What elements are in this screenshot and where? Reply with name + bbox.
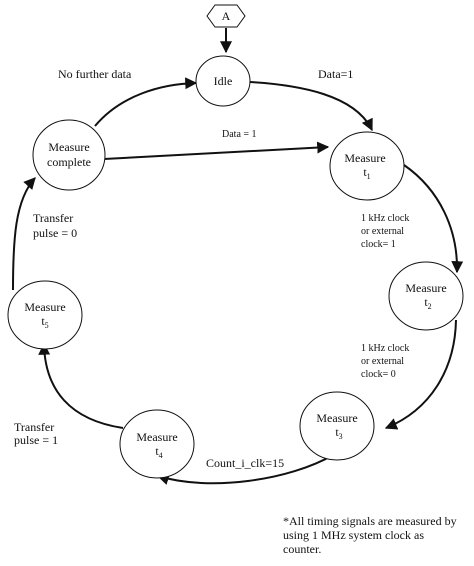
state-measure-t1-label: Measure (344, 151, 385, 165)
state-measure-t5-symbol: t5 (41, 314, 48, 330)
label-clock-0-line1: 1 kHz clock (361, 343, 409, 354)
edge-t5-to-complete (12, 177, 36, 291)
state-measure-t3-symbol: t3 (335, 425, 342, 441)
label-clock-1: 1 kHz clock or external clock= 1 (361, 213, 409, 250)
connector-a: A (206, 4, 246, 28)
label-transfer-0-line2: pulse = 0 (33, 226, 77, 240)
label-data-eq-1-top: Data=1 (318, 67, 353, 81)
label-data-eq-1-mid: Data = 1 (222, 129, 257, 140)
edge-t1-to-t2 (403, 164, 464, 274)
edge-t3-to-t4 (156, 454, 334, 485)
connector-a-label: A (222, 9, 231, 23)
state-measure-t1-symbol: t1 (363, 165, 370, 181)
footnote-line2: using 1 MHz system clock as (283, 528, 424, 542)
state-measure-t4: Measure t4 (119, 409, 195, 479)
label-transfer-1: Transfer pulse = 1 (14, 420, 58, 447)
label-no-further-data: No further data (58, 67, 132, 81)
footnote: *All timing signals are measured by usin… (283, 514, 473, 556)
state-measure-complete-line2: complete (47, 155, 91, 169)
label-transfer-1-line2: pulse = 1 (14, 433, 58, 447)
edge-idle-to-t1 (249, 81, 373, 132)
state-measure-t4-symbol: t4 (155, 444, 162, 460)
label-transfer-1-line1: Transfer (14, 420, 54, 434)
state-measure-t3: Measure t3 (299, 391, 375, 461)
footnote-line1: *All timing signals are measured by (283, 514, 457, 528)
label-clock-0: 1 kHz clock or external clock= 0 (361, 343, 409, 380)
label-clock-0-line3: clock= 0 (361, 369, 396, 380)
label-clock-1-line1: 1 kHz clock (361, 213, 409, 224)
state-measure-complete: Measure complete (32, 119, 106, 191)
state-measure-t1: Measure t1 (329, 131, 405, 201)
state-measure-t2-symbol: t2 (424, 295, 431, 311)
label-transfer-0: Transfer pulse = 0 (33, 211, 77, 240)
state-idle: Idle (195, 55, 251, 107)
edge-complete-to-idle (94, 77, 198, 127)
label-clock-0-line2: or external (361, 356, 404, 367)
edge-t2-to-t3 (384, 319, 457, 430)
state-measure-t2-label: Measure (405, 281, 446, 295)
label-clock-1-line2: or external (361, 226, 404, 237)
state-idle-label: Idle (214, 74, 233, 88)
label-transfer-0-line1: Transfer (33, 211, 73, 225)
edge-t4-to-t5 (38, 342, 124, 429)
label-count-clk: Count_i_clk=15 (206, 456, 284, 470)
state-measure-complete-line1: Measure (48, 140, 89, 154)
label-clock-1-line3: clock= 1 (361, 239, 396, 250)
state-measure-t5: Measure t5 (7, 280, 83, 350)
state-measure-t3-label: Measure (316, 411, 357, 425)
state-measure-t4-label: Measure (136, 430, 177, 444)
edge-complete-to-t1 (103, 141, 330, 160)
state-measure-t5-label: Measure (24, 300, 65, 314)
state-measure-t2: Measure t2 (388, 261, 464, 331)
footnote-line3: counter. (283, 542, 322, 556)
